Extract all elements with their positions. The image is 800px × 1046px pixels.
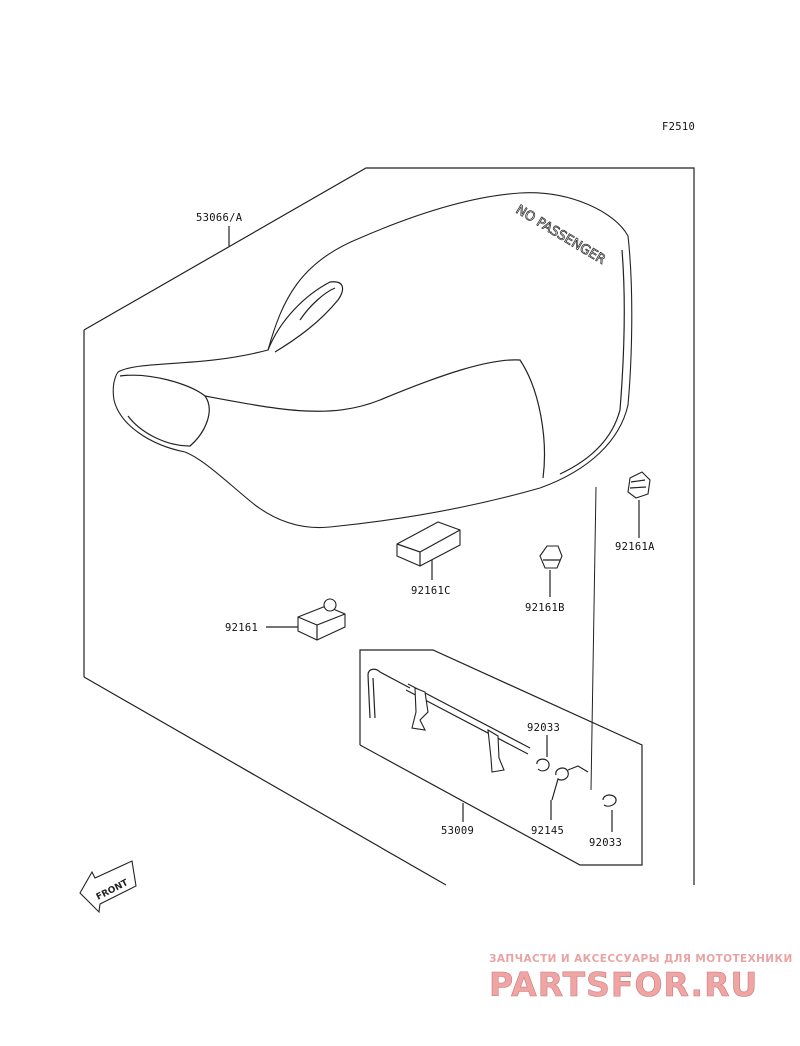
part-label-92161B: 92161B [525,602,565,614]
part-label-92033-lower: 92033 [589,837,622,849]
watermark-tagline: ЗАПЧАСТИ И АКСЕССУАРЫ ДЛЯ МОТОТЕХНИКИ [489,953,793,965]
part-label-92033-upper: 92033 [527,722,560,734]
part-label-92161A: 92161A [615,541,655,553]
clip-92033-upper [536,758,550,772]
damper-92161C [396,521,461,567]
seat: NO PASSENGER [112,192,633,529]
front-arrow-icon: FRONT [79,860,137,914]
assembly-outline-bottom [83,676,447,886]
part-label-53066A: 53066/A [196,212,243,224]
watermark-brand: PARTSFOR.RU [489,965,758,1004]
figure-code: F2510 [662,121,695,133]
part-label-53009: 53009 [441,825,474,837]
seat-lock-rod [367,668,531,773]
part-label-92161C: 92161C [411,585,451,597]
damper-92161 [297,598,346,641]
part-label-92145: 92145 [531,825,564,837]
watermark-brand-main: PARTS [489,965,611,1004]
lock-assembly-outline [359,649,643,866]
damper-92161A [627,471,651,499]
watermark-brand-for: FOR [611,965,691,1004]
damper-92161B [539,545,563,569]
part-label-92161: 92161 [225,622,258,634]
clip-92033-lower [602,794,617,807]
spring-92145 [551,765,589,801]
guide-line [590,486,597,791]
watermark-brand-tld: .RU [691,965,759,1004]
assembly-outline [83,167,695,885]
